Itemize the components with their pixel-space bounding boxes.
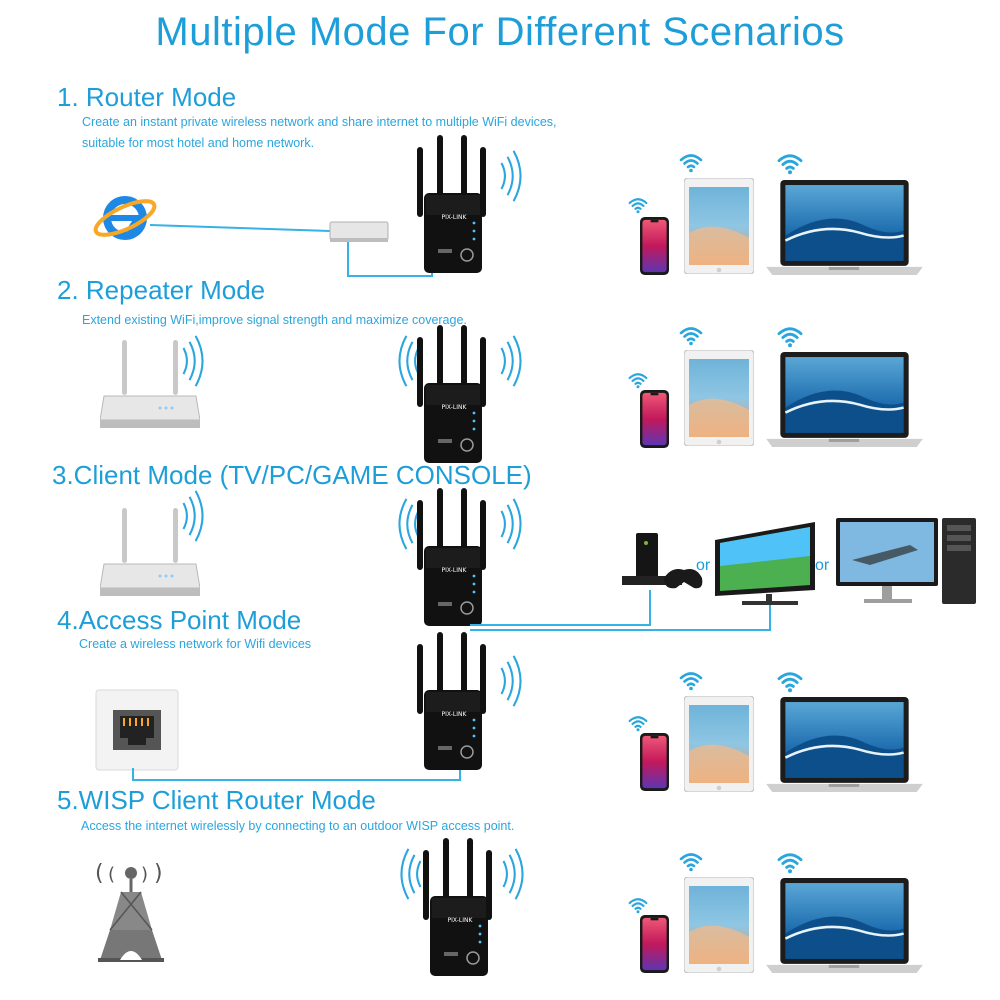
tv-icon	[715, 522, 815, 605]
smartphone-icon	[640, 390, 669, 448]
wifi-signal-icon	[500, 150, 522, 202]
repeater-brand-label: PIX-LINK	[442, 567, 468, 574]
wifi-signal-icon	[679, 154, 703, 173]
wifi-signal-icon	[628, 716, 648, 732]
internet-explorer-icon	[93, 196, 157, 240]
network-switch-icon	[329, 221, 389, 242]
repeater-brand-label: PIX-LINK	[448, 917, 474, 924]
smartphone-icon	[640, 915, 669, 973]
mode-title: 5.WISP Client Router Mode	[57, 785, 376, 815]
wifi-repeater-icon	[422, 838, 493, 977]
mode-description-line: Create an instant private wireless netwo…	[82, 115, 557, 129]
laptop-icon	[764, 352, 925, 448]
svg-text:): )	[141, 864, 148, 885]
tablet-icon	[684, 350, 754, 446]
wifi-signal-icon	[502, 848, 524, 900]
wifi-signal-icon	[679, 672, 703, 691]
wifi-signal-icon	[398, 335, 420, 387]
smartphone-icon	[640, 217, 669, 275]
wifi-repeater-icon	[416, 488, 487, 627]
wifi-signal-icon	[777, 154, 803, 175]
mode-description: Access the internet wirelessly by connec…	[81, 816, 514, 837]
game-console-icon	[622, 533, 703, 589]
wifi-signal-icon	[679, 853, 703, 872]
mode-description-line: suitable for most hotel and home network…	[82, 136, 315, 150]
mode-title: 1. Router Mode	[57, 82, 237, 112]
tablet-icon	[684, 877, 754, 973]
wifi-signal-icon	[777, 327, 803, 348]
wifi-signal-icon	[500, 335, 522, 387]
mode-title: 4.Access Point Mode	[57, 605, 302, 635]
or-label: or	[696, 557, 711, 574]
laptop-icon	[764, 180, 925, 276]
laptop-icon	[764, 697, 925, 793]
mode-title: 2. Repeater Mode	[57, 275, 266, 305]
wifi-signal-icon	[628, 198, 648, 214]
mode-description-line: Create a wireless network for Wifi devic…	[79, 637, 312, 651]
mode-description: Create a wireless network for Wifi devic…	[79, 634, 311, 655]
svg-text:(: (	[95, 861, 104, 886]
wifi-signal-icon	[777, 672, 803, 693]
wifi-signal-icon	[628, 373, 648, 389]
wifi-signal-icon	[182, 335, 204, 387]
or-label: or	[815, 557, 830, 574]
laptop-icon	[764, 878, 925, 974]
wifi-signal-icon	[400, 848, 422, 900]
wireless-router-icon	[100, 508, 200, 597]
mode-title: 3.Client Mode (TV/PC/GAME CONSOLE)	[52, 460, 532, 490]
wifi-signal-icon	[628, 898, 648, 914]
repeater-brand-label: PIX-LINK	[442, 214, 468, 221]
repeater-brand-label: PIX-LINK	[442, 711, 468, 718]
tablet-icon	[684, 178, 754, 274]
smartphone-icon	[640, 733, 669, 791]
page-title: Multiple Mode For Different Scenarios	[155, 10, 845, 54]
svg-text:(: (	[108, 864, 115, 885]
wisp-tower-icon: ( ( ) )	[95, 861, 164, 962]
wifi-signal-icon	[679, 327, 703, 346]
tablet-icon	[684, 696, 754, 792]
mode-description-line: Access the internet wirelessly by connec…	[81, 819, 515, 833]
wifi-signal-icon	[398, 498, 420, 550]
wifi-repeater-icon	[416, 632, 487, 771]
wifi-signal-icon	[500, 498, 522, 550]
wifi-signal-icon	[500, 655, 522, 707]
svg-text:): )	[154, 861, 163, 886]
mode-description: Create an instant private wireless netwo…	[82, 112, 557, 154]
wifi-signal-icon	[182, 490, 204, 542]
ethernet-port-icon	[95, 689, 179, 771]
desktop-pc-icon	[836, 518, 976, 604]
wifi-repeater-icon	[416, 135, 487, 274]
wifi-repeater-icon	[416, 325, 487, 464]
mode-description-line: Extend existing WiFi,improve signal stre…	[82, 313, 467, 327]
repeater-brand-label: PIX-LINK	[442, 404, 468, 411]
wifi-signal-icon	[777, 853, 803, 874]
mode-description: Extend existing WiFi,improve signal stre…	[82, 310, 467, 331]
